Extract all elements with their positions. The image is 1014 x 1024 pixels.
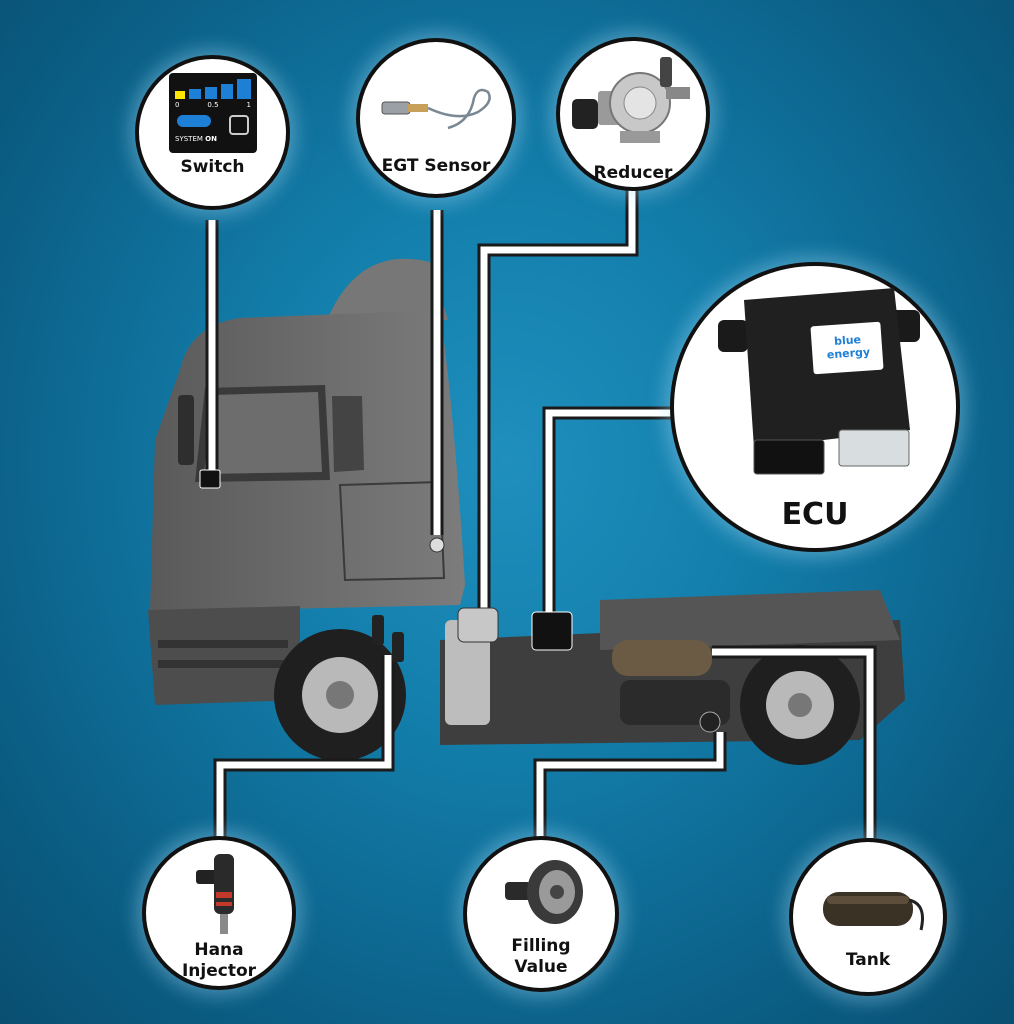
tank-icon (823, 892, 924, 931)
filling-valve-icon (505, 860, 583, 924)
component-markers (199, 469, 721, 733)
tank-node: Tank (789, 838, 947, 996)
scale-max: 1 (246, 101, 251, 109)
hana-injector-label: Hana Injector (181, 940, 257, 981)
egt-sensor-label: EGT Sensor (381, 156, 491, 176)
scale-mid: 0.5 (207, 101, 219, 109)
switch-panel-icon: 0 0.5 1 SYSTEM ON (169, 73, 257, 153)
ecu-brand-logo: blue energy (826, 333, 871, 362)
hana-injector-node: Hana Injector (142, 836, 296, 990)
egt-sensor-icon (381, 88, 491, 130)
reducer-icon (572, 57, 690, 143)
switch-scale: 0 0.5 1 (175, 101, 251, 109)
scale-min: 0 (175, 101, 180, 109)
reducer-node: Reducer (556, 37, 710, 191)
ecu-icon (718, 288, 920, 475)
switch-label: Switch (180, 157, 245, 177)
filling-valve-label: Filling Value (511, 936, 571, 977)
egt-sensor-node: EGT Sensor (356, 38, 516, 198)
ecu-label: ECU (781, 497, 849, 532)
reducer-label: Reducer (593, 163, 673, 183)
ecu-node: blue energy ECU (670, 262, 960, 552)
injector-icon (196, 854, 234, 934)
tank-label: Tank (845, 950, 891, 970)
filling-valve-node: Filling Value (463, 836, 619, 992)
switch-node: 0 0.5 1 SYSTEM ON Switch (135, 55, 290, 210)
truck-icon (148, 258, 905, 765)
connector-lines (205, 185, 877, 845)
switch-status: SYSTEM ON (175, 135, 217, 143)
